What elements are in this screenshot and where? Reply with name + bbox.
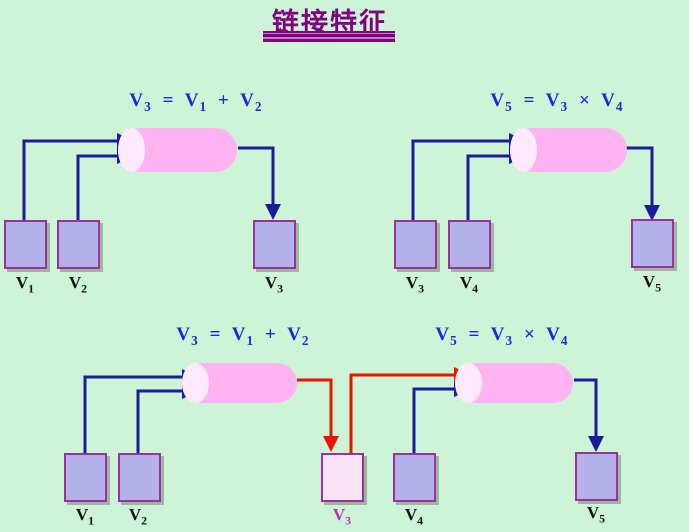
box-label: V5 [586, 503, 606, 526]
b-v3-to-pipe2-red-line [349, 373, 455, 453]
box-label: V5 [642, 272, 662, 295]
tr-pipe-to-v5-line [626, 146, 654, 205]
tl-v2-to-pipe-line [76, 154, 118, 220]
red-arrowheads [323, 367, 471, 452]
box-label: V3 [405, 273, 425, 296]
b-v2-to-pipe-line [136, 389, 183, 453]
box-label: V4 [404, 505, 424, 528]
tr-v3-to-pipe-line [411, 139, 510, 220]
box-v2-top-left [57, 220, 100, 269]
b-pipe1-to-v3-red-line [297, 378, 333, 436]
arrowhead-icon [644, 205, 660, 221]
box-v3-top-right [394, 220, 437, 269]
arrowhead-icon [323, 436, 339, 452]
box-label: V4 [459, 273, 479, 296]
box-label: V1 [15, 273, 35, 296]
pipe-add-top [118, 128, 237, 172]
box-v2-bottom [118, 453, 161, 502]
pipe-cap [182, 363, 209, 403]
b-v1-to-pipe-line [83, 375, 183, 453]
tr-v4-to-pipe-line [466, 154, 510, 220]
b-v4-to-pipe-line [412, 387, 455, 453]
box-v5-bottom [575, 452, 618, 501]
box-v3-top-left [253, 220, 296, 269]
pipe-mul-bottom [455, 363, 573, 403]
tl-v1-to-pipe-line [22, 139, 118, 220]
box-label: V2 [68, 273, 88, 296]
formula-mul-top: V5 = V3 × V4 [490, 90, 624, 114]
pipe-cap [510, 128, 537, 172]
title-underline [263, 31, 395, 42]
box-v4-bottom [393, 453, 436, 502]
box-v1-top-left [4, 220, 47, 269]
red-link-connectors [297, 373, 455, 453]
blue-connectors [22, 139, 654, 453]
pipe-cap [118, 128, 145, 172]
formula-add-bottom: V3 = V1 + V2 [176, 324, 310, 348]
formula-add-top: V3 = V1 + V2 [129, 90, 263, 114]
tl-pipe-to-v3-line [238, 146, 275, 204]
arrowhead-icon [588, 436, 604, 452]
box-v1-bottom [64, 453, 107, 502]
pipe-add-bottom [182, 363, 297, 403]
formula-mul-bottom: V5 = V3 × V4 [435, 324, 569, 348]
box-label-highlight: V3 [332, 505, 352, 528]
box-label: V1 [75, 505, 95, 528]
b-pipe2-to-v5-line [574, 378, 598, 436]
arrowhead-icon [265, 204, 281, 220]
box-label: V3 [264, 273, 284, 296]
box-label: V2 [128, 505, 148, 528]
box-v4-top-right [448, 220, 491, 269]
pipe-mul-top [510, 128, 627, 172]
box-v5-top-right [631, 219, 674, 268]
box-v3-bottom-intermediate [321, 453, 364, 502]
pipe-cap [455, 363, 482, 403]
